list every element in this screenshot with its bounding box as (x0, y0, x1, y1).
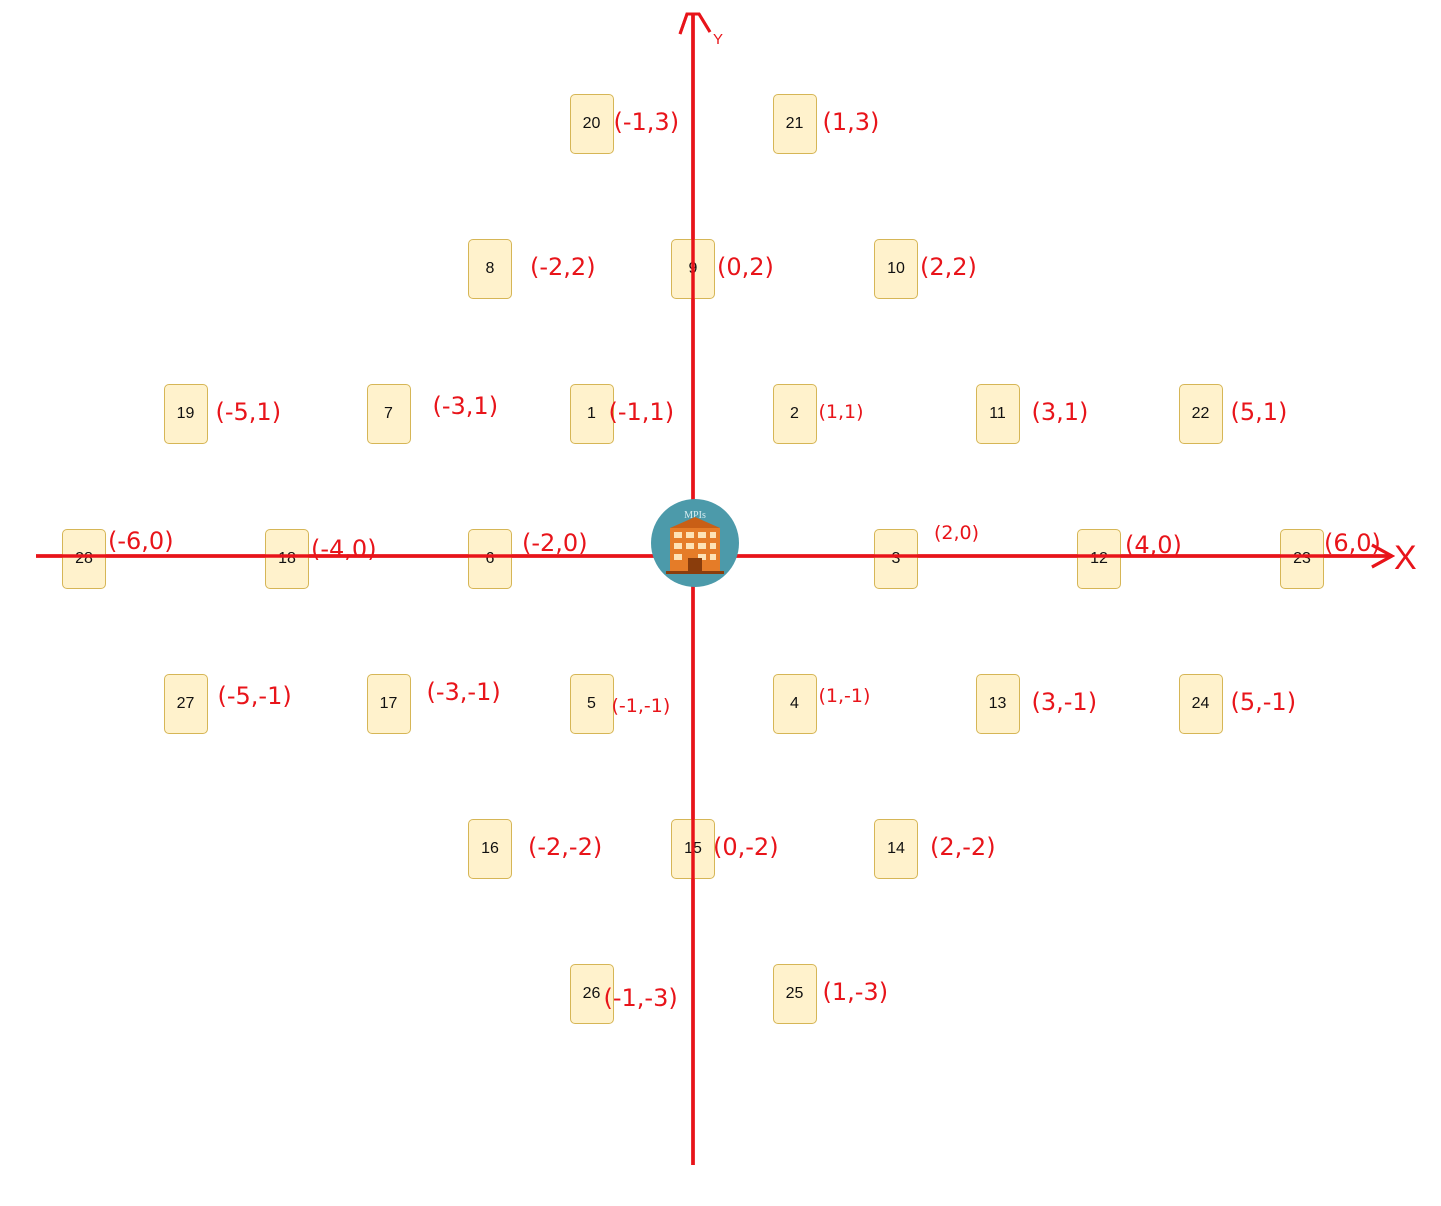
tile-21: 21 (772, 94, 817, 154)
coord-label-9: (0,2) (717, 253, 774, 281)
tile-6: 6 (468, 529, 512, 589)
center-building-icon: MPIs (651, 499, 739, 587)
tile-26: 26 (569, 964, 614, 1024)
coord-label-1: (-1,1) (608, 398, 675, 426)
coord-label-16: (-2,-2) (528, 833, 603, 861)
coord-label-7: (-3,1) (432, 392, 499, 420)
tile-15: 15 (671, 819, 715, 879)
coord-label-26: (-1,-3) (603, 984, 678, 1012)
coord-label-24: (5,-1) (1230, 688, 1297, 716)
tile-17: 17 (366, 674, 411, 734)
tile-22: 22 (1178, 384, 1223, 444)
coord-label-13: (3,-1) (1031, 688, 1098, 716)
tile-13: 13 (975, 674, 1020, 734)
coord-label-3: (2,0) (934, 522, 980, 544)
tile-27: 27 (163, 674, 208, 734)
coord-label-20: (-1,3) (613, 108, 680, 136)
tile-12: 12 (1077, 529, 1121, 589)
building-door (688, 558, 702, 572)
tile-18: 18 (265, 529, 309, 589)
tile-23: 23 (1280, 529, 1324, 589)
tile-9: 9 (671, 239, 715, 299)
x-axis-label: X (1394, 539, 1417, 577)
tile-10: 10 (874, 239, 918, 299)
coord-label-19: (-5,1) (215, 398, 282, 426)
tile-7: 7 (366, 384, 411, 444)
coord-label-2: (1,1) (818, 401, 864, 423)
tile-28: 28 (62, 529, 106, 589)
coord-label-6: (-2,0) (522, 529, 588, 557)
coord-label-12: (4,0) (1125, 531, 1182, 559)
tile-11: 11 (975, 384, 1020, 444)
coord-label-14: (2,-2) (930, 833, 996, 861)
tile-19: 19 (163, 384, 208, 444)
tile-16: 16 (468, 819, 512, 879)
coord-label-22: (5,1) (1230, 398, 1288, 426)
coord-label-8: (-2,2) (530, 253, 596, 281)
coord-label-11: (3,1) (1031, 398, 1089, 426)
tile-1: 1 (569, 384, 614, 444)
tile-4: 4 (772, 674, 817, 734)
tile-25: 25 (772, 964, 817, 1024)
tile-2: 2 (772, 384, 817, 444)
tile-8: 8 (468, 239, 512, 299)
coord-label-18: (-4,0) (311, 535, 377, 563)
coord-label-25: (1,-3) (822, 978, 889, 1006)
coord-label-4: (1,-1) (818, 685, 871, 707)
coord-label-10: (2,2) (920, 253, 977, 281)
y-axis-arrowhead (678, 12, 712, 35)
coord-label-17: (-3,-1) (426, 678, 501, 706)
tile-3: 3 (874, 529, 918, 589)
coord-label-5: (-1,-1) (611, 695, 671, 717)
y-axis-label: Y (713, 31, 724, 48)
coord-label-15: (0,-2) (713, 833, 779, 861)
coord-label-23: (6,0) (1324, 529, 1381, 557)
building-roof (670, 517, 720, 528)
tile-5: 5 (569, 674, 614, 734)
coord-label-28: (-6,0) (108, 527, 174, 555)
coord-label-21: (1,3) (822, 108, 880, 136)
tile-14: 14 (874, 819, 918, 879)
center-sign-text: MPIs (684, 510, 706, 521)
tile-24: 24 (1178, 674, 1223, 734)
tile-20: 20 (569, 94, 614, 154)
coord-label-27: (-5,-1) (217, 682, 292, 710)
